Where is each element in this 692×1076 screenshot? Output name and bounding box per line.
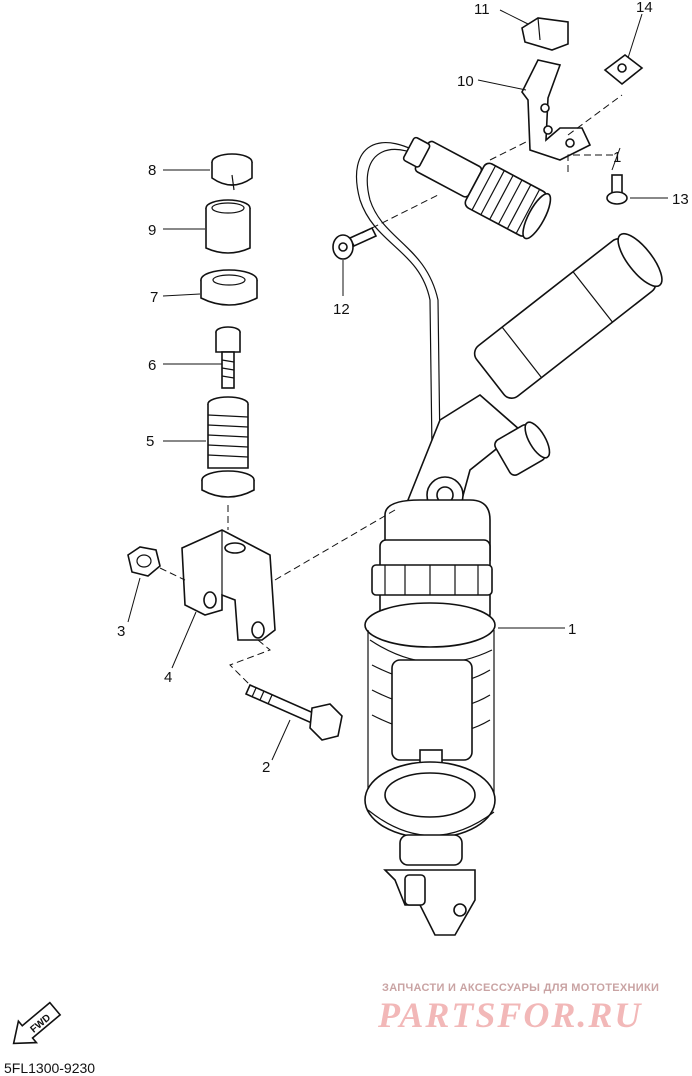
clip-nut bbox=[603, 53, 644, 86]
callout-11: 11 bbox=[474, 1, 490, 18]
diagram-code: 5FL1300-9230 bbox=[4, 1060, 96, 1076]
watermark-tagline: ЗАПЧАСТИ И АКСЕССУАРЫ ДЛЯ МОТОТЕХНИКИ bbox=[382, 982, 660, 994]
cap bbox=[211, 153, 253, 191]
callout-14: 14 bbox=[636, 0, 653, 16]
collar bbox=[205, 199, 251, 254]
callout-6: 6 bbox=[148, 357, 156, 374]
callout-9: 9 bbox=[148, 222, 156, 239]
spacer-ring bbox=[200, 269, 258, 306]
screw-13 bbox=[606, 174, 628, 205]
callout-13: 13 bbox=[672, 191, 689, 208]
bolt-12 bbox=[332, 226, 378, 260]
flange-nut bbox=[127, 546, 161, 577]
callout-1-upper: 1 bbox=[613, 149, 621, 166]
shock-absorber bbox=[355, 136, 663, 936]
leader-lines bbox=[127, 9, 668, 761]
callout-1: 1 bbox=[568, 621, 576, 638]
watermark-logo: PARTSFOR.RU bbox=[378, 995, 643, 1035]
fwd-arrow-icon: FWD bbox=[12, 1001, 62, 1045]
callout-12: 12 bbox=[333, 301, 350, 318]
callout-8: 8 bbox=[148, 162, 156, 179]
callout-5: 5 bbox=[146, 433, 154, 450]
callout-4: 4 bbox=[164, 669, 172, 686]
callout-numbers: 1 2 3 4 5 6 7 8 9 10 11 12 13 14 1 bbox=[117, 0, 689, 776]
bracket bbox=[521, 59, 592, 161]
long-bolt bbox=[244, 683, 343, 741]
assembly-lines bbox=[159, 94, 623, 686]
threaded-adjuster bbox=[201, 396, 255, 498]
callout-7: 7 bbox=[150, 289, 158, 306]
lower-mount bbox=[181, 529, 276, 641]
rubber-cap bbox=[521, 17, 569, 51]
callout-10: 10 bbox=[457, 73, 474, 90]
callout-3: 3 bbox=[117, 623, 125, 640]
bolt-6 bbox=[215, 326, 241, 389]
callout-2: 2 bbox=[262, 759, 270, 776]
